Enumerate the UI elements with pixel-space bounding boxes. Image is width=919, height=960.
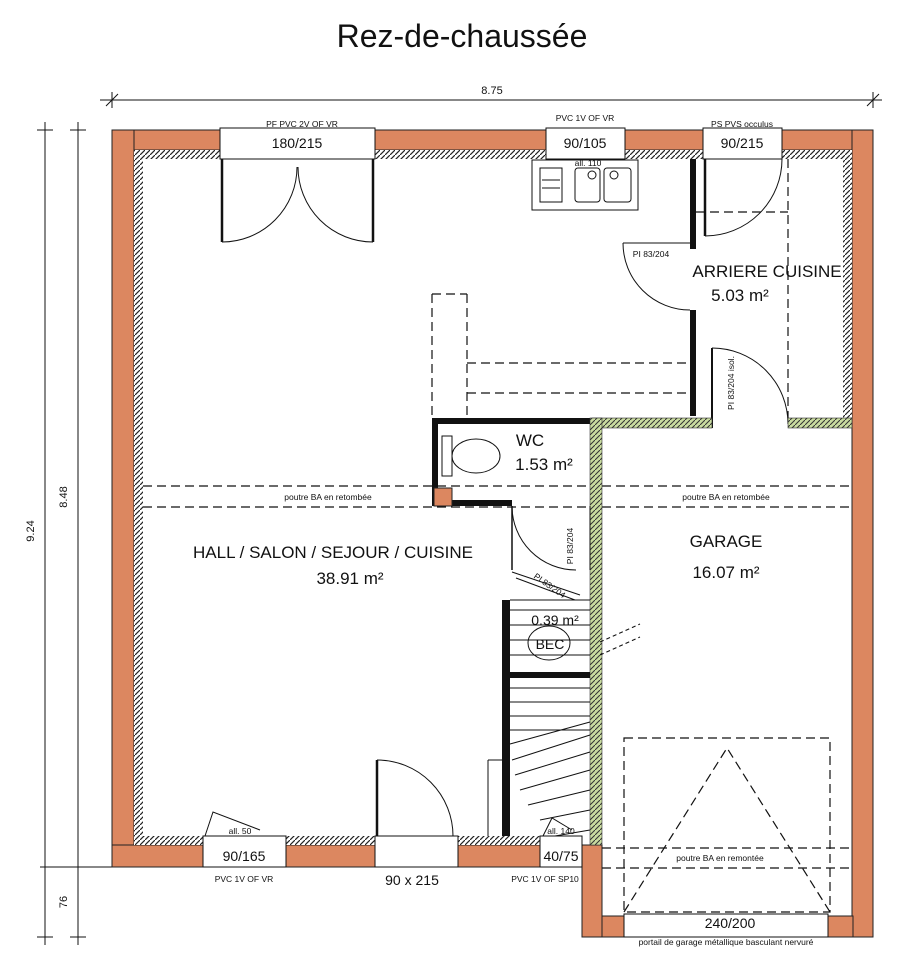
- bec-area: 0.39 m²: [531, 612, 579, 628]
- beam-right-label: poutre BA en retombée: [682, 492, 770, 502]
- kitchen-sink: all. 110: [531, 158, 639, 211]
- french-door-size: 180/215: [272, 135, 323, 151]
- beam-garage-bottom: poutre BA en remontée: [602, 847, 852, 869]
- back-kitchen-area: 5.03 m²: [711, 286, 769, 305]
- stair-window-opening: [539, 835, 583, 868]
- plan-title: Rez-de-chaussée: [337, 18, 588, 54]
- dashed-outlines: [431, 293, 690, 418]
- wc-pipe-duct: [433, 487, 453, 507]
- beam-garage-top: poutre BA en retombée: [602, 485, 852, 508]
- front-window-opening: [202, 835, 287, 868]
- wc-name: WC: [516, 431, 544, 450]
- wc-door-label: PI 83/204: [565, 528, 575, 565]
- back-kitchen-name: ARRIERE CUISINE: [692, 262, 841, 281]
- wc-area: 1.53 m²: [515, 455, 573, 474]
- front-window-type: PVC 1V OF VR: [215, 874, 274, 884]
- west-insulation: [134, 150, 143, 845]
- beam-living: poutre BA en retombée: [143, 485, 590, 508]
- kitchen-door-label: PI 83/204: [633, 249, 670, 259]
- beam-garage-label: poutre BA en remontée: [676, 853, 764, 863]
- living-area: 38.91 m²: [316, 569, 383, 588]
- left-dimensions: 9.24 8.48 76: [25, 122, 112, 945]
- garage-name: GARAGE: [690, 532, 763, 551]
- french-door: [220, 158, 375, 243]
- entry-door-size: 90 x 215: [385, 872, 439, 888]
- front-window-sill: all. 50: [229, 826, 252, 836]
- beam-left-label: poutre BA en retombée: [284, 492, 372, 502]
- garage-partition-wall: [589, 417, 603, 846]
- total-width-label: 8.75: [481, 85, 502, 97]
- entry-door-opening: [374, 835, 459, 868]
- stair-window-sill: all. 140: [547, 826, 575, 836]
- west-wall: [111, 129, 135, 868]
- back-door-opening: [702, 127, 783, 160]
- back-door-size: 90/215: [721, 135, 764, 151]
- south-insulation: [143, 836, 582, 845]
- stair-window-type: PVC 1V OF SP10: [511, 874, 579, 884]
- top-dimension: 8.75: [100, 85, 882, 108]
- back-kitchen-south-wall: [787, 417, 853, 429]
- total-height-label: 9.24: [25, 520, 37, 541]
- living-name: HALL / SALON / SEJOUR / CUISINE: [193, 543, 473, 562]
- kitchen-window-size: 90/105: [564, 135, 607, 151]
- kitchen-window-type: PVC 1V OF VR: [556, 113, 615, 123]
- wc-north-wall: [591, 417, 713, 429]
- east-wall: [851, 129, 874, 938]
- kitchen-window-opening: [545, 127, 626, 160]
- bec-name: BEC: [536, 636, 565, 652]
- wc-room: [432, 418, 592, 571]
- french-door-type: PF PVC 2V OF VR: [266, 119, 338, 129]
- garage-door-opening: [623, 913, 829, 938]
- garage-step-label: 76: [58, 896, 70, 908]
- garage-door-symbol: [623, 737, 831, 913]
- back-door: [703, 158, 783, 237]
- bec-circle: [527, 625, 571, 661]
- back-door-type: PS PVS occulus: [711, 119, 773, 129]
- east-insulation: [843, 150, 852, 428]
- garage-south-wall-left: [601, 915, 625, 938]
- front-window-size: 90/165: [223, 848, 266, 864]
- south-wall: [111, 844, 583, 868]
- inner-height-label: 8.48: [58, 486, 70, 507]
- stairs: [487, 571, 641, 837]
- garage-south-wall-right: [827, 915, 854, 938]
- garage-door-type: portail de garage métallique basculant n…: [639, 937, 814, 947]
- stair-window-size: 40/75: [543, 848, 578, 864]
- window-leaves: [204, 811, 573, 837]
- sink-label: all. 110: [575, 158, 602, 168]
- back-kitchen-door-label: PI 83/204 isol.: [726, 356, 736, 410]
- toilet-icon: [451, 438, 501, 474]
- garage-west-wall: [581, 844, 603, 938]
- french-door-opening: [219, 127, 376, 160]
- garage-door-size: 240/200: [705, 915, 756, 931]
- garage-area: 16.07 m²: [692, 563, 759, 582]
- north-insulation: [134, 150, 852, 159]
- entry-door: [375, 759, 454, 837]
